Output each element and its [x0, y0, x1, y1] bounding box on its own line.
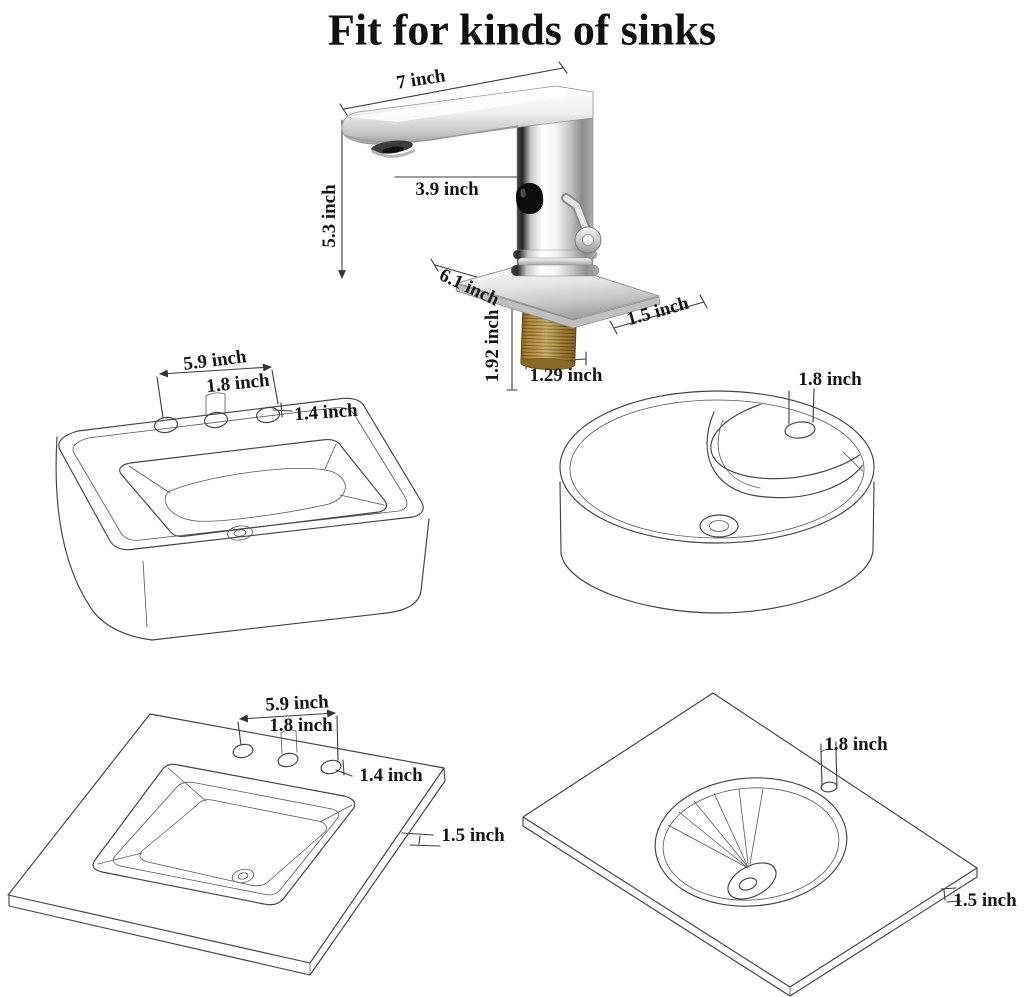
sink-oval-vanity-top: [522, 692, 978, 997]
rim-outline: [58, 397, 424, 551]
drain-hole: [227, 525, 253, 541]
basin-bottom: [139, 799, 327, 887]
deck-plate-thickness: [455, 283, 661, 329]
spout-aerator: [371, 140, 416, 158]
sink-rect-vessel: [55, 363, 430, 641]
dim-rect-vessel-hole-diameter: 1.4 inch: [293, 399, 359, 426]
drain-hole: [699, 514, 739, 538]
drain-hole: [738, 877, 758, 891]
drain-platform: [727, 862, 777, 900]
faucet-hole-right: [320, 759, 342, 775]
dimension-lines: [788, 388, 815, 425]
dim-shank-length: 1.92 inch: [482, 309, 503, 383]
faucet-base-collar: [510, 249, 600, 277]
drain-hole: [231, 868, 255, 884]
faucet-hole-right: [255, 406, 281, 424]
dim-faucet-spout-height: 3.9 inch: [415, 179, 479, 200]
faucet-hole-center: [203, 411, 229, 429]
basin-bottom: [164, 467, 346, 522]
faucet-platform: [706, 401, 863, 499]
faucet-hole-left: [153, 416, 179, 434]
dim-rect-vanity-thickness: 1.5 inch: [441, 825, 505, 846]
basin-opening: [654, 777, 848, 907]
faucet-hole-left: [232, 743, 254, 759]
faucet-hole-center: [277, 752, 299, 768]
temperature-handle: [561, 193, 602, 254]
dimension-lines: [820, 741, 962, 903]
dimension-lines: [237, 709, 441, 847]
dim-oval-vanity-hole-diameter: 1.8 inch: [824, 734, 888, 755]
faucet-hole: [820, 781, 838, 793]
faucet-hole: [784, 421, 816, 439]
dim-rect-vanity-middle-hole: 1.8 inch: [269, 715, 333, 736]
dim-oval-vanity-thickness: 1.5 inch: [953, 890, 1017, 911]
sink-rect-vanity-top: [7, 709, 446, 976]
dim-rect-vanity-hole-diameter: 1.4 inch: [359, 765, 423, 786]
rim-outline: [559, 390, 875, 544]
dim-round-vessel-hole-diameter: 1.8 inch: [798, 369, 862, 390]
basin-flutes: [667, 788, 764, 869]
basin-opening: [119, 439, 388, 537]
countertop: [522, 692, 978, 988]
dimension-lines: [156, 363, 293, 419]
countertop: [7, 713, 445, 964]
dim-shank-diameter: 1.29 inch: [529, 365, 603, 386]
dim-faucet-overall-height: 5.3 inch: [319, 184, 340, 248]
sink-round-vessel: [559, 388, 875, 614]
dim-rect-vanity-hole-spacing: 5.9 inch: [264, 691, 330, 716]
basin-opening: [92, 763, 356, 906]
page-title: Fit for kinds of sinks: [328, 5, 716, 55]
faucet-illustration: [341, 85, 661, 370]
